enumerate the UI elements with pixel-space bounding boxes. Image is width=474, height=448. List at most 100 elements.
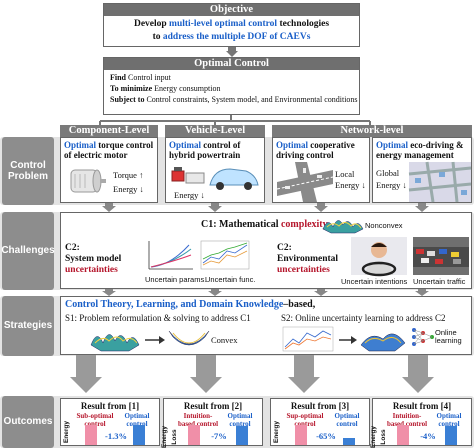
intersection-icon (276, 162, 334, 202)
strategies-title-post: –based, (283, 299, 316, 310)
level-network: Network-level (272, 125, 472, 137)
driver-icon (351, 237, 407, 277)
s1-arrow-icon (145, 336, 165, 344)
nonconvex-label: Nonconvex (365, 221, 403, 230)
network-eco-text: Optimal eco-driving & energy management (376, 140, 471, 160)
network-coop-rest: cooperative driving control (276, 140, 355, 160)
network-eco-box: Optimal eco-driving & energy management … (372, 137, 472, 203)
outcome-left-label: Sup-optimal control (286, 412, 324, 428)
s2-arrow-icon (339, 336, 357, 344)
network-eco-rest: eco-driving & energy management (376, 140, 464, 160)
strategies-box: Control Theory, Learning, and Domain Kno… (60, 296, 472, 355)
component-text: Optimal torque control of electric motor (64, 140, 157, 160)
c2a-line1: C2: (65, 243, 80, 253)
outcome-title: Result from [4] (392, 401, 452, 411)
outcome-bar-baseline (188, 425, 200, 445)
outcome-value: -65% (316, 431, 336, 441)
uncertain-params-plot (148, 241, 193, 270)
minimize-row: To minimize Energy consumption (110, 84, 220, 94)
outcome-left-label: Sub-optimal control (76, 412, 114, 428)
outcome-title: Result from [1] (80, 401, 140, 411)
vehicle-text: Optimal control of hybrid powertrain (169, 140, 264, 160)
objective-header: Objective (104, 4, 359, 16)
c1-pre: C1: Mathematical (201, 219, 281, 230)
uncertain-traffic-label: Uncertain traffic (413, 277, 466, 286)
outcome-title: Result from [3] (290, 401, 350, 411)
strategies-title: Control Theory, Learning, and Domain Kno… (65, 300, 315, 310)
nonconvex-surface-icon (322, 220, 364, 234)
outcome-bar-baseline (295, 425, 307, 445)
uncertain-func-label: Uncertain func. (205, 275, 256, 284)
challenges-box: C1: Mathematical complexity Nonconvex C2… (60, 212, 472, 289)
outcome-left-label: Intuition-based control (177, 412, 219, 428)
component-box: Optimal torque control of electric motor… (60, 137, 158, 203)
find-row: Find Control input (110, 73, 171, 83)
outcome-value: -4% (420, 431, 436, 441)
network-eco-energy: Energy ↓ (376, 180, 407, 190)
arrows-to-outcomes (70, 355, 434, 393)
s2-surface-icon (360, 333, 406, 352)
component-hl: Optimal (64, 140, 97, 150)
outcome-bar-baseline (397, 425, 409, 445)
convex-label: Convex (211, 335, 238, 345)
network-coop-energy: Energy ↓ (335, 180, 366, 190)
vehicle-hl: Optimal (169, 140, 202, 150)
vehicle-box: Optimal control of hybrid powertrain Ene… (165, 137, 265, 203)
outcome-right-label: Optimal control (124, 412, 150, 428)
objective-box: Objective Develop multi-level optimal co… (103, 3, 360, 47)
s2-chart-icon (282, 326, 334, 352)
outcomes-label: Outcomes (2, 396, 54, 448)
control-problem-label: Control Problem (2, 137, 54, 205)
network-coop-local: Local (335, 169, 355, 179)
city-map-icon (408, 161, 472, 203)
arrows-to-challenges (102, 203, 429, 212)
component-rest: torque control of electric motor (64, 140, 154, 160)
minimize-key: To minimize (110, 84, 153, 93)
c1-title: C1: Mathematical complexity (201, 220, 328, 230)
outcome-ylabel: Energy (273, 420, 280, 444)
subject-row: Subject to Control constraints, System m… (110, 95, 358, 105)
outcome-ylabel: Energy (63, 420, 70, 444)
vehicle-energy: Energy ↓ (174, 190, 205, 200)
arrows-to-strategies (102, 289, 429, 296)
outcome-right-label: Optimal control (436, 412, 462, 428)
strategies-title-hl: Control Theory, Learning, and Domain Kno… (65, 299, 284, 310)
outcome-title: Result from [2] (183, 401, 243, 411)
c2a-highlight: uncertainties (65, 265, 118, 275)
subject-value: Control constraints, System model, and E… (146, 95, 358, 104)
c2a-line2: System model (65, 254, 122, 264)
subject-key: Subject to (110, 95, 145, 104)
s2-text: S2: Online uncertainty learning to addre… (281, 313, 446, 323)
s1-nonconvex-icon (90, 334, 140, 352)
uncertain-params-label: Uncertain params. (145, 275, 207, 284)
c2b-line1: C2: (277, 243, 292, 253)
c1-highlight: complexity (280, 219, 328, 230)
traffic-icon (413, 237, 469, 275)
online-learning-label: Online learning (435, 328, 462, 345)
objective-line2-pre: to (152, 32, 163, 42)
network-coop-box: Optimal cooperative driving control Loca… (272, 137, 370, 203)
strategies-label: Strategies (2, 296, 54, 356)
c2b-line2: Environmental (277, 254, 339, 264)
outcome-bar-baseline (85, 425, 97, 445)
component-energy: Energy ↓ (113, 184, 144, 194)
c2a-text: C2: System model uncertainties (65, 243, 121, 276)
challenges-label: Challenges (1, 212, 55, 290)
s1-text: S1: Problem reformulation & solving to a… (65, 313, 251, 323)
outcome-bar-optimal (343, 438, 355, 445)
outcome-value: -7% (211, 431, 227, 441)
c2b-text: C2: Environmental uncertainties (277, 243, 338, 276)
objective-line1: Develop multi-level optimal control tech… (104, 19, 359, 29)
level-component: Component-Level (60, 125, 158, 137)
objective-line1-pre: Develop (133, 19, 170, 29)
minimize-value: Energy consumption (154, 84, 221, 93)
outcome-panel: Result from [3] Energy Sup-optimal control… (270, 398, 370, 446)
vehicle-rest: control of hybrid powertrain (169, 140, 241, 160)
uncertain-func-plot (200, 240, 250, 270)
level-vehicle: Vehicle-Level (165, 125, 265, 137)
outcome-bar-optimal (445, 426, 457, 445)
find-key: Find (110, 73, 127, 82)
objective-line2-highlight: address the multiple DOF of CAEVs (162, 32, 311, 42)
